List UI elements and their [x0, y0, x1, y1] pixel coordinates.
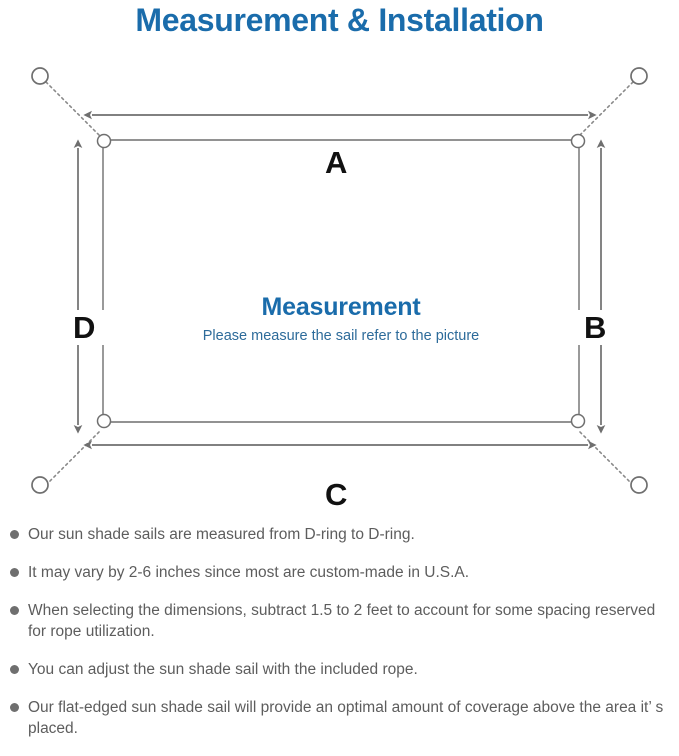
- bullet-icon: [10, 703, 19, 712]
- list-item: When selecting the dimensions, subtract …: [0, 600, 679, 642]
- list-item-text: When selecting the dimensions, subtract …: [28, 602, 656, 640]
- anchor-rings: [31, 67, 648, 494]
- list-item-text: Our sun shade sails are measured from D-…: [28, 526, 415, 543]
- sail-caption: Measurement Please measure the sail refe…: [103, 292, 579, 347]
- bullet-icon: [10, 568, 19, 577]
- diagram-svg: [31, 67, 648, 494]
- list-item: It may vary by 2-6 inches since most are…: [0, 562, 679, 583]
- list-item: You can adjust the sun shade sail with t…: [0, 659, 679, 680]
- dimension-label-a: A: [316, 145, 357, 180]
- list-item-text: You can adjust the sun shade sail with t…: [28, 661, 418, 678]
- sail-d-rings: [96, 133, 586, 429]
- list-item: Our sun shade sails are measured from D-…: [0, 524, 679, 545]
- list-item: Our flat-edged sun shade sail will provi…: [0, 697, 679, 739]
- list-item-text: It may vary by 2-6 inches since most are…: [28, 564, 470, 581]
- bullet-icon: [10, 530, 19, 539]
- bullet-icon: [10, 665, 19, 674]
- bullet-icon: [10, 606, 19, 615]
- sail-caption-title: Measurement: [261, 293, 421, 321]
- page-title: Measurement & Installation: [135, 2, 544, 38]
- dimension-label-c: C: [316, 477, 357, 512]
- dimension-arrows: [73, 110, 606, 450]
- sail-caption-subtitle: Please measure the sail refer to the pic…: [202, 328, 480, 344]
- notes-list: Our sun shade sails are measured from D-…: [0, 524, 679, 756]
- rope-lines: [45, 81, 634, 486]
- measurement-diagram: A B C D Measurement Please measure the s…: [0, 52, 679, 512]
- list-item-text: Our flat-edged sun shade sail will provi…: [28, 699, 664, 737]
- dimension-label-d: D: [64, 310, 105, 345]
- sail-panel: [102, 139, 580, 423]
- dimension-label-b: B: [575, 310, 616, 345]
